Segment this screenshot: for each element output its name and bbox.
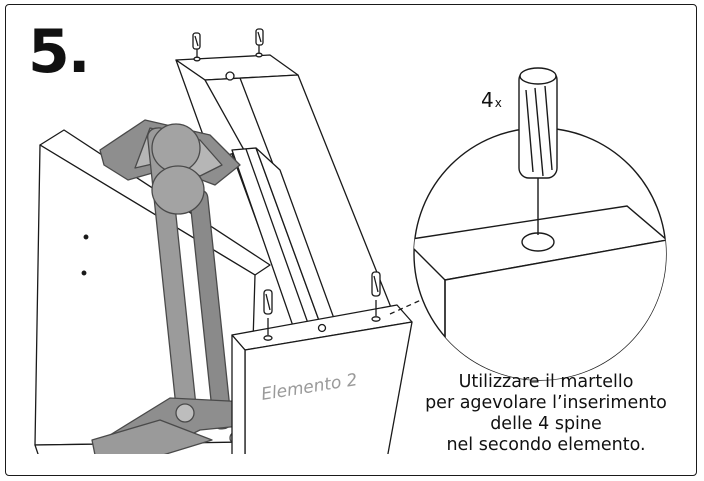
drill-hole-icon: [317, 323, 327, 333]
instruction-line: nel secondo elemento.: [446, 435, 646, 455]
drill-hole-icon: [263, 335, 273, 341]
wooden-dowel-icon: [518, 67, 558, 179]
drill-hole-icon: [193, 56, 201, 62]
drill-hole-icon: [371, 316, 381, 322]
drill-hole-icon: [225, 71, 235, 81]
quantity-multiplier: x: [494, 96, 502, 110]
drill-hole-icon: [521, 232, 555, 252]
instruction-line: delle 4 spine: [490, 414, 602, 434]
wooden-dowel-icon: [192, 32, 201, 50]
wooden-dowel-icon: [371, 271, 381, 297]
instruction-text: Utilizzare il martello per agevolare l’i…: [404, 372, 688, 456]
page-border: [5, 4, 697, 476]
quantity-value: 4: [481, 88, 494, 112]
metal-frame-mechanism: [91, 119, 251, 454]
wooden-dowel-icon: [255, 28, 264, 46]
detail-callout: [413, 67, 667, 381]
instruction-line: Utilizzare il martello: [458, 372, 634, 392]
dowel-quantity: 4x: [481, 88, 502, 112]
instruction-line: per agevolare l’inserimento: [425, 393, 667, 413]
drill-hole-icon: [255, 52, 263, 58]
step-number: 5.: [28, 17, 91, 87]
wooden-dowel-icon: [263, 289, 273, 315]
element-2-panel: [231, 300, 413, 454]
